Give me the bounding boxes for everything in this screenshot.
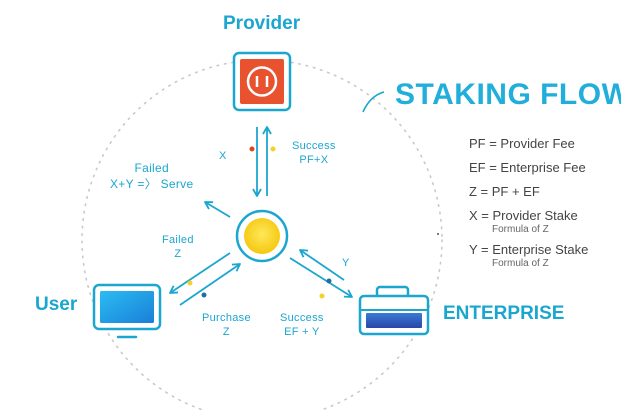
- arrow-failed-serve: [204, 201, 231, 218]
- dot-yellow-enterprise: [319, 293, 325, 299]
- arrow-user-to-hub: [179, 263, 241, 306]
- provider-icon: [232, 51, 292, 112]
- flow-label-enterprise-success: Success EF + Y: [280, 311, 324, 339]
- dot-blue-enterprise: [326, 278, 332, 284]
- legend-item-text: X = Provider Stake: [469, 208, 578, 223]
- legend-item-text: Z = PF + EF: [469, 184, 540, 199]
- dot-red: [249, 146, 255, 152]
- hub-icon: [235, 209, 289, 263]
- flow-label-user-failed: Failed Z: [162, 233, 194, 261]
- legend-item: PF = Provider Fee: [469, 136, 588, 160]
- provider-label: Provider: [223, 13, 301, 34]
- arrow-hub-to-enterprise: [289, 257, 353, 298]
- flow-label-provider-success: Success PF+X: [292, 139, 336, 167]
- legend-item-text: EF = Enterprise Fee: [469, 160, 586, 175]
- dot-yellow-user: [187, 280, 193, 286]
- flow-label-enterprise-success-value: EF + Y: [284, 326, 320, 338]
- diagram-title: STAKING FLOW: [395, 78, 621, 111]
- legend-item-text: Y = Enterprise Stake: [469, 242, 589, 257]
- flow-label-provider-success-value: PF+X: [299, 154, 329, 166]
- dot-yellow-provider: [270, 146, 276, 152]
- user-monitor-icon: [92, 283, 162, 339]
- enterprise-label: ENTERPRISE: [443, 303, 565, 324]
- legend-item-text: PF = Provider Fee: [469, 136, 575, 151]
- flow-label-failed-serve: Failed X+Y =〉 Serve: [110, 160, 193, 192]
- flow-label-user-failed-title: Failed: [162, 234, 194, 246]
- flow-label-provider-success-title: Success: [292, 140, 336, 152]
- flow-label-failed-serve-value: X+Y =〉 Serve: [110, 177, 194, 191]
- arrow-enterprise-to-hub: [299, 249, 345, 281]
- flow-label-user-purchase-title: Purchase: [202, 312, 251, 324]
- legend-item: EF = Enterprise Fee: [469, 160, 588, 184]
- flow-label-user-purchase-value: Z: [222, 326, 230, 338]
- legend-item: Z = PF + EF: [469, 184, 588, 208]
- legend: PF = Provider Fee EF = Enterprise Fee Z …: [469, 136, 588, 276]
- legend-item: Y = Enterprise Stake Formula of Z: [469, 242, 588, 276]
- title-swoosh: [362, 91, 385, 113]
- flow-label-enterprise-success-title: Success: [280, 312, 324, 324]
- legend-item-subtext: Formula of Z: [492, 224, 549, 235]
- stray-dot: [437, 233, 439, 235]
- legend-item-subtext: Formula of Z: [492, 258, 549, 269]
- flow-label-user-failed-value: Z: [174, 248, 182, 260]
- arrow-hub-to-user: [169, 252, 231, 294]
- dot-blue-user: [201, 292, 207, 298]
- flow-label-x: X: [219, 150, 227, 162]
- briefcase-icon: [358, 285, 430, 336]
- flow-label-y: Y: [342, 257, 350, 269]
- flow-label-failed-serve-title: Failed: [134, 161, 169, 175]
- legend-item: X = Provider Stake Formula of Z: [469, 208, 588, 242]
- user-label: User: [35, 294, 78, 315]
- flow-label-user-purchase: Purchase Z: [202, 311, 251, 339]
